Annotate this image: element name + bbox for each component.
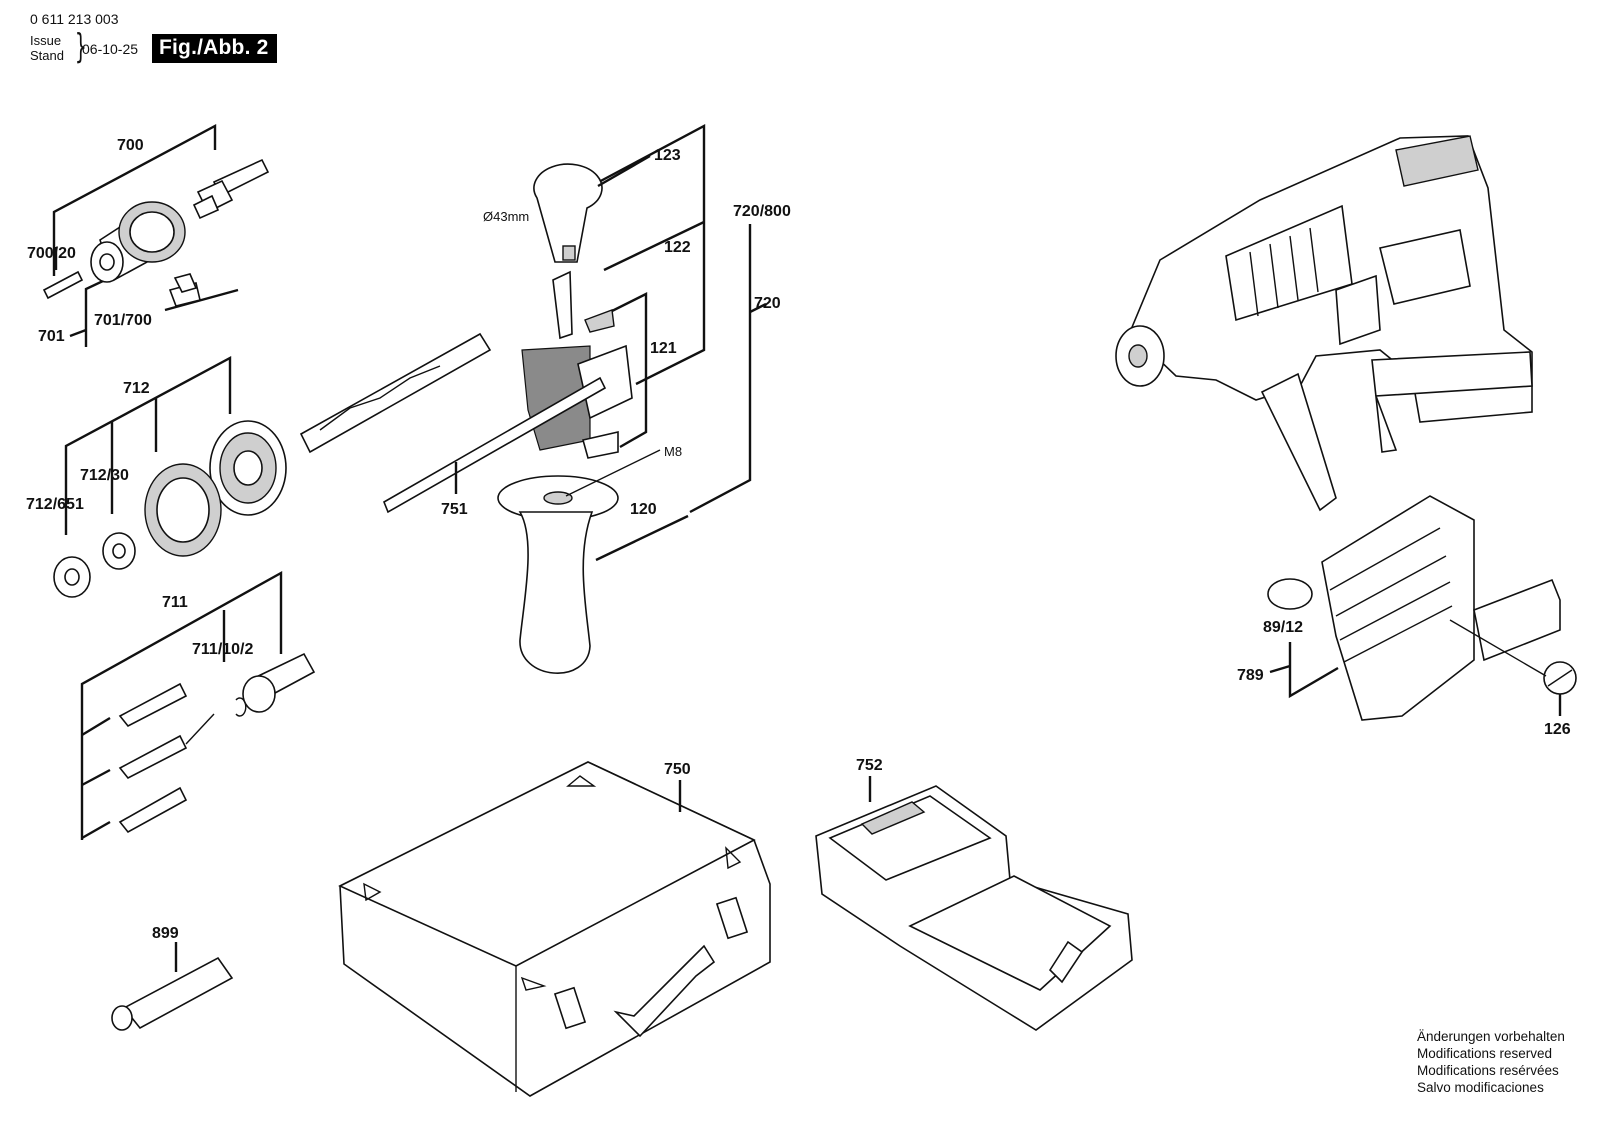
drill-bit-part	[299, 332, 492, 454]
label-711: 711	[162, 594, 188, 611]
issue-date: 06-10-25	[82, 41, 139, 57]
label-712-651: 712/651	[26, 496, 84, 513]
label-752: 752	[856, 757, 883, 774]
label-701: 701	[38, 328, 65, 345]
charger-clip-part	[1048, 940, 1084, 984]
label-712-30: 712/30	[80, 467, 129, 484]
label-899: 899	[152, 925, 179, 942]
brace-glyph: }	[74, 27, 87, 67]
case-latch-right	[715, 896, 749, 940]
label-789: 789	[1237, 667, 1264, 684]
label-m8: M8	[664, 444, 682, 459]
note-fr: Modifications resérvées	[1417, 1063, 1559, 1078]
label-89-12: 89/12	[1263, 619, 1303, 636]
issue-stand-labels: Issue Stand	[30, 33, 64, 63]
issue-label: Issue	[30, 33, 62, 48]
bit-3-part	[118, 786, 188, 834]
note-en: Modifications reserved	[1417, 1046, 1553, 1061]
clamp-screw-part	[552, 270, 573, 340]
chuck-screw-part	[42, 270, 84, 300]
keyed-chuck-part	[90, 201, 186, 283]
handle-group: 123 122 121 720/800 720 751 M8 120 Ø43mm	[382, 124, 791, 674]
case-latch-left	[553, 986, 587, 1030]
label-720-800: 720/800	[733, 203, 791, 220]
dust-group-712: 712 712/30 712/651	[26, 355, 287, 598]
stand-label: Stand	[30, 48, 64, 63]
battery-charger: 752	[815, 757, 1133, 1031]
label-750: 750	[664, 761, 691, 778]
clamp-block-part	[577, 344, 633, 420]
handle-grip-part	[518, 511, 594, 674]
figure-badge: Fig./Abb. 2	[152, 34, 277, 63]
battery-label-part	[1267, 578, 1313, 610]
note-es: Salvo modificaciones	[1417, 1080, 1544, 1095]
retaining-ring-part	[235, 697, 247, 717]
label-121: 121	[650, 340, 677, 357]
label-126: 126	[1544, 721, 1571, 738]
label-120: 120	[630, 501, 657, 518]
battery-pack: 89/12 789 126	[1237, 495, 1577, 738]
grease-tube: 899	[111, 925, 234, 1031]
modification-notice: Änderungen vorbehalten Modifications res…	[1417, 1028, 1565, 1096]
bit-2-part	[118, 734, 188, 780]
clamp-band-part	[533, 163, 603, 263]
bit-1-part	[118, 682, 188, 728]
rotary-hammer	[1115, 135, 1533, 512]
case-handle-part	[613, 944, 716, 1038]
note-de: Änderungen vorbehalten	[1417, 1029, 1565, 1044]
bit-group-711: 711 711/10/2	[80, 570, 316, 840]
label-700: 700	[117, 137, 144, 154]
label-701-700: 701/700	[94, 312, 152, 329]
dimension-43mm: Ø43mm	[483, 209, 529, 224]
label-751: 751	[441, 501, 468, 518]
carrying-case: 750	[338, 761, 771, 1097]
label-720: 720	[754, 295, 781, 312]
chuck-key-part	[164, 273, 239, 312]
label-122: 122	[664, 239, 691, 256]
sds-adapter-part	[192, 158, 270, 220]
label-700-20: 700/20	[27, 245, 76, 262]
label-712: 712	[123, 380, 150, 397]
document-number: 0 611 213 003	[30, 11, 119, 27]
depth-rod-part	[382, 376, 607, 514]
label-711-10-2: 711/10/2	[192, 641, 254, 658]
chuck-group-700: 700 700/20 701 701/700	[27, 123, 270, 347]
label-123: 123	[654, 147, 681, 164]
